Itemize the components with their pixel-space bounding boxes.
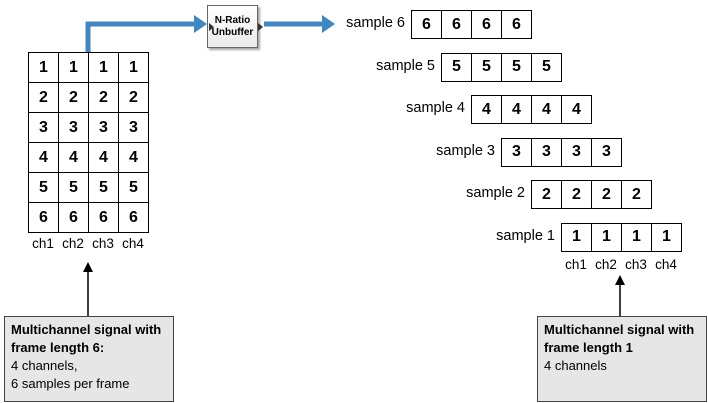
output-description-note: Multichannel signal with frame length 1 … — [537, 316, 707, 402]
input-frame-cell: 3 — [89, 113, 119, 143]
sample-label: sample 6 — [346, 15, 405, 31]
input-signal-line — [85, 21, 196, 52]
input-frame-cell: 6 — [29, 203, 59, 233]
input-frame-cell: 5 — [59, 173, 89, 203]
sample-cell: 3 — [502, 138, 532, 167]
sample-cell: 2 — [562, 181, 592, 209]
sample-cell: 5 — [502, 53, 532, 82]
input-description-note: Multichannel signal with frame length 6:… — [4, 316, 174, 402]
n-ratio-unbuffer-block[interactable]: N-Ratio Unbuffer — [207, 5, 263, 48]
sample-cell: 5 — [442, 53, 472, 82]
block-input-port-icon — [209, 23, 214, 31]
input-frame-cell: 6 — [59, 203, 89, 233]
output-note-title-line1: Multichannel signal with — [544, 322, 695, 337]
output-signal-arrowhead — [322, 15, 335, 33]
sample-cell: 5 — [472, 53, 502, 82]
input-note-body-line2: 6 samples per frame — [11, 376, 130, 391]
right-note-arrowhead — [615, 275, 625, 285]
output-channel-label: ch4 — [655, 257, 677, 272]
sample-label: sample 1 — [496, 227, 555, 244]
sample-cell: 2 — [622, 181, 652, 209]
block-label-line1: N-Ratio — [214, 14, 251, 26]
input-note-title-line1: Multichannel signal with — [11, 322, 162, 337]
sample-cell: 6 — [442, 11, 472, 39]
sample-cell: 4 — [562, 96, 592, 124]
input-frame-cell: 5 — [89, 173, 119, 203]
sample-cell: 1 — [622, 223, 652, 252]
left-note-arrowhead — [83, 262, 93, 272]
input-frame-cell: 5 — [29, 173, 59, 203]
input-frame-cell: 2 — [89, 83, 119, 113]
output-channel-labels: ch1 ch2 ch3 ch4 — [561, 257, 681, 272]
output-channel-label: ch3 — [625, 257, 647, 272]
input-note-body-line1: 4 channels, — [11, 358, 78, 373]
input-frame-cell: 2 — [59, 83, 89, 113]
input-frame-cell: 2 — [29, 83, 59, 113]
sample-cell: 4 — [532, 96, 562, 124]
input-frame-cell: 6 — [119, 203, 149, 233]
input-frame-cell: 1 — [29, 53, 59, 83]
input-channel-label: ch1 — [32, 236, 54, 251]
input-frame-cell: 1 — [89, 53, 119, 83]
sample-cell: 6 — [472, 11, 502, 39]
output-note-title-line2: frame length 1 — [544, 340, 633, 355]
sample-cell: 1 — [562, 223, 592, 252]
input-frame-cell: 4 — [59, 143, 89, 173]
input-frame-cell: 3 — [59, 113, 89, 143]
sample-cell: 6 — [502, 11, 532, 39]
input-frame-cell: 1 — [59, 53, 89, 83]
sample-cell: 6 — [412, 11, 442, 39]
input-frame-cell: 1 — [119, 53, 149, 83]
sample-cell: 4 — [472, 96, 502, 124]
input-channel-labels: ch1 ch2 ch3 ch4 — [28, 236, 148, 251]
sample-label: sample 5 — [376, 57, 435, 74]
output-note-body-line1: 4 channels — [544, 358, 607, 373]
input-signal-arrowhead — [194, 15, 207, 33]
sample-cell: 3 — [592, 138, 622, 167]
input-frame-cell: 5 — [119, 173, 149, 203]
input-note-title-line2: frame length 6: — [11, 340, 105, 355]
block-label-line2: Unbuffer — [211, 26, 254, 38]
input-frame-cell: 3 — [29, 113, 59, 143]
input-frame-cell: 4 — [119, 143, 149, 173]
sample-cell: 4 — [502, 96, 532, 124]
sample-cell: 2 — [592, 181, 622, 209]
sample-cell: 3 — [562, 138, 592, 167]
input-frame-cell: 2 — [119, 83, 149, 113]
sample-cell: 2 — [532, 181, 562, 209]
input-channel-label: ch2 — [62, 236, 84, 251]
sample-cell: 5 — [532, 53, 562, 82]
input-frame-cell: 3 — [119, 113, 149, 143]
input-frame-cell: 6 — [89, 203, 119, 233]
input-frame-cell: 4 — [29, 143, 59, 173]
sample-cell: 1 — [592, 223, 622, 252]
sample-cell: 1 — [652, 223, 682, 252]
sample-cell: 3 — [532, 138, 562, 167]
input-frame-cell: 4 — [89, 143, 119, 173]
block-output-port-icon — [258, 23, 263, 31]
sample-label: sample 3 — [436, 142, 495, 159]
sample-label: sample 2 — [466, 185, 525, 201]
input-channel-label: ch3 — [92, 236, 114, 251]
output-channel-label: ch1 — [565, 257, 587, 272]
sample-label: sample 4 — [406, 100, 465, 116]
output-channel-label: ch2 — [595, 257, 617, 272]
input-channel-label: ch4 — [122, 236, 144, 251]
